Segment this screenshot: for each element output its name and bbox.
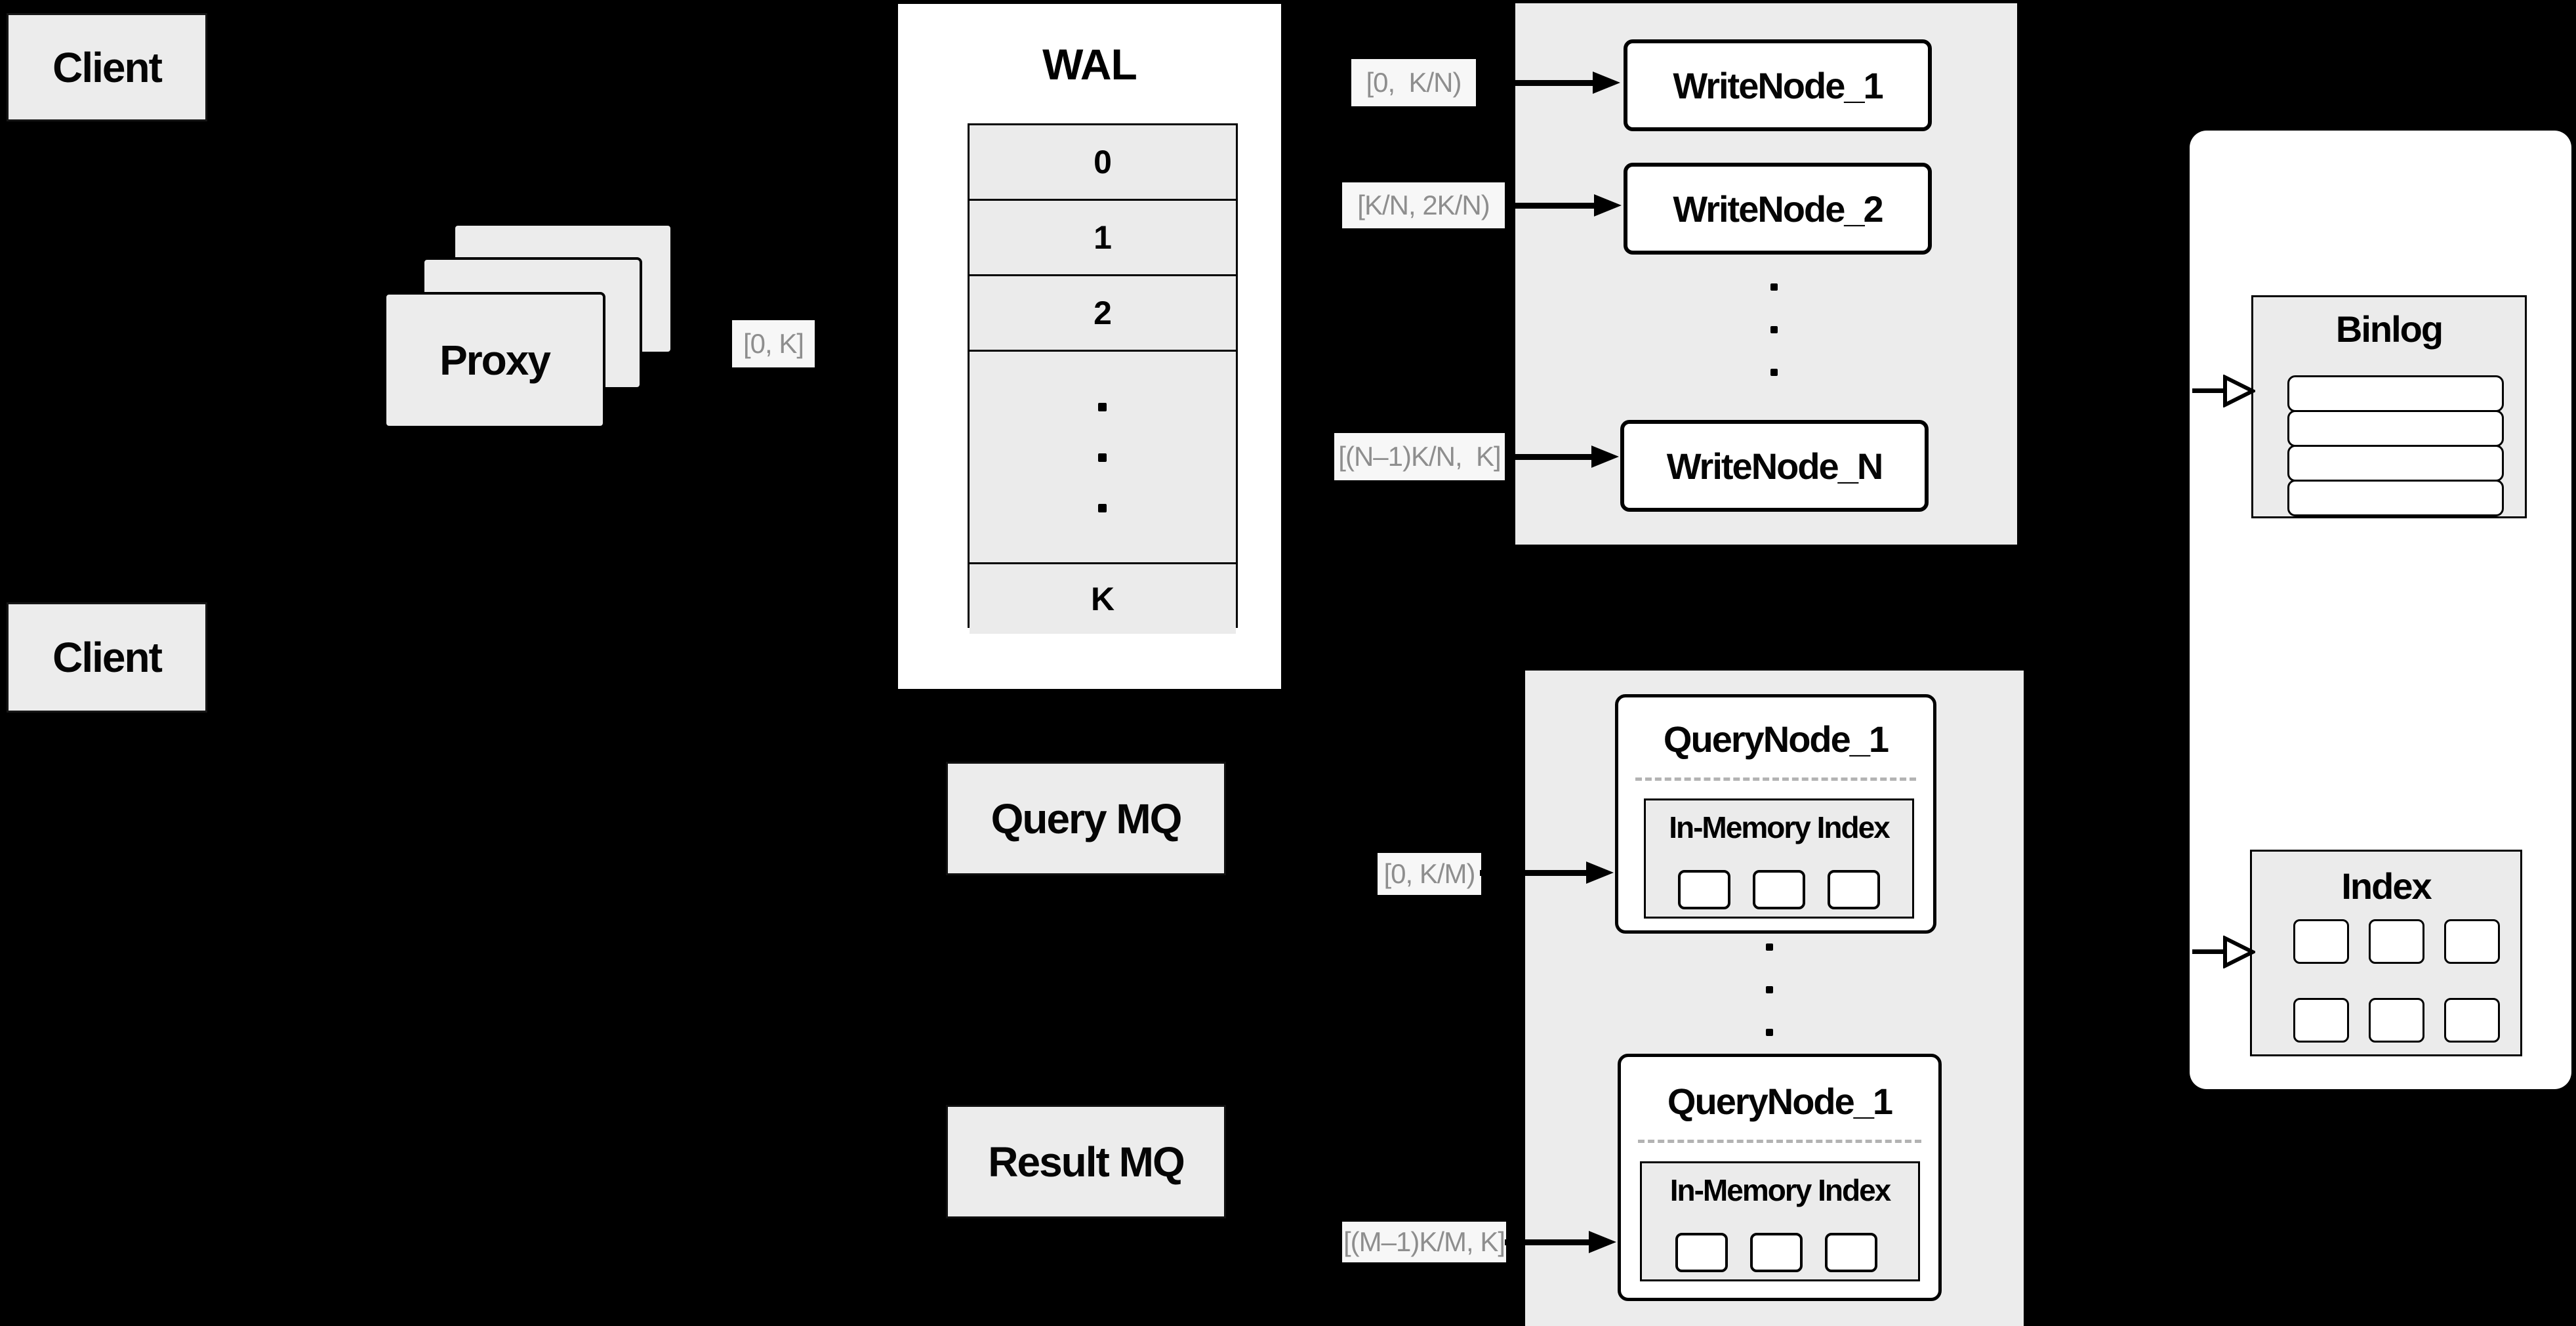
write-range-n-label: [(N–1)K/N, K]	[1334, 433, 1505, 480]
binlog-row	[2287, 480, 2504, 516]
arrow-head-icon	[1591, 445, 1619, 468]
binlog-row	[2287, 375, 2504, 412]
write-node-2-label: WriteNode_2	[1673, 188, 1883, 230]
proxy-label: Proxy	[440, 337, 551, 384]
in-memory-index-2-box: In-Memory Index	[1640, 1161, 1920, 1281]
proxy-card-front: Proxy	[384, 292, 605, 428]
wal-segment-row: 1	[970, 201, 1236, 276]
write-node-n-label: WriteNode_N	[1666, 445, 1884, 487]
arrow-head-icon	[1589, 1231, 1616, 1253]
index-box: Index	[2250, 850, 2522, 1056]
ellipsis-dot	[1098, 403, 1107, 411]
arrow-shaft	[1505, 1239, 1590, 1245]
binlog-rows	[2287, 375, 2504, 516]
client-top-label: Client	[52, 43, 163, 91]
index-segment-cell	[1750, 1233, 1803, 1272]
binlog-title: Binlog	[2335, 308, 2443, 350]
write-range-2-label: [K/N, 2K/N)	[1342, 182, 1505, 228]
wal-title: WAL	[1042, 40, 1137, 89]
proxy-range-label: [0, K]	[732, 320, 815, 367]
index-title: Index	[2341, 865, 2432, 907]
write-node-1-box: WriteNode_1	[1624, 39, 1932, 131]
open-arrow-head-icon	[2223, 936, 2255, 968]
arrow-head-icon	[1586, 861, 1614, 884]
index-segment-cell	[1825, 1233, 1877, 1272]
in-memory-index-1-title: In-Memory Index	[1669, 810, 1891, 844]
arrow-shaft	[1505, 454, 1593, 460]
ellipsis-dot	[1098, 453, 1107, 462]
arrow-shaft	[1476, 80, 1594, 86]
wal-ellipsis-row	[970, 352, 1236, 564]
query-node-2-title: QueryNode_1	[1667, 1080, 1893, 1122]
index-cell	[2444, 998, 2500, 1043]
wal-segment-row: 0	[970, 125, 1236, 201]
client-bottom-label: Client	[52, 634, 163, 681]
ellipsis-dot	[1766, 943, 1773, 951]
index-segment-cell	[1753, 870, 1805, 909]
wal-box: WAL 0 1 2 K	[898, 4, 1281, 689]
write-range-1-label: [0, K/N)	[1351, 59, 1476, 106]
ellipsis-dot	[1766, 1029, 1773, 1036]
result-mq-box: Result MQ	[946, 1105, 1226, 1218]
wal-segment-row: K	[970, 564, 1236, 634]
arrow-head-icon	[1594, 194, 1622, 217]
write-node-1-label: WriteNode_1	[1673, 64, 1883, 106]
client-top-box: Client	[7, 13, 207, 121]
dashed-divider	[1638, 1140, 1921, 1143]
query-range-2-label: [(M–1)K/M, K]	[1342, 1222, 1506, 1262]
query-mq-box: Query MQ	[946, 762, 1226, 875]
binlog-box: Binlog	[2251, 295, 2527, 518]
wal-segment-table: 0 1 2 K	[968, 123, 1238, 634]
index-segment-cell	[1678, 870, 1730, 909]
store-engine-box: Store Engine Binlog Index	[2190, 131, 2571, 1089]
query-node-1-title: QueryNode_1	[1663, 718, 1889, 760]
index-cell	[2369, 919, 2424, 964]
in-memory-index-1-box: In-Memory Index	[1644, 798, 1914, 919]
ellipsis-dot	[1766, 986, 1773, 993]
arrow-shaft	[2192, 388, 2225, 393]
open-arrow-head-icon	[2223, 375, 2255, 407]
index-cell	[2293, 998, 2349, 1043]
query-mq-label: Query MQ	[991, 795, 1183, 842]
arrow-shaft	[1480, 870, 1587, 876]
query-node-2-box: QueryNode_1 In-Memory Index	[1618, 1054, 1942, 1301]
index-segment-cell	[1675, 1233, 1728, 1272]
ellipsis-dot	[1770, 326, 1778, 333]
query-node-1-box: QueryNode_1 In-Memory Index	[1615, 694, 1936, 934]
index-cell	[2293, 919, 2349, 964]
binlog-row	[2287, 445, 2504, 482]
binlog-row	[2287, 410, 2504, 447]
index-segment-cell	[1828, 870, 1880, 909]
arrow-shaft	[2192, 949, 2225, 954]
ellipsis-dot	[1098, 504, 1107, 512]
result-mq-label: Result MQ	[988, 1138, 1185, 1186]
arrow-shaft	[1505, 203, 1595, 209]
ellipsis-dot	[1770, 369, 1778, 376]
in-memory-index-2-title: In-Memory Index	[1669, 1173, 1892, 1207]
ellipsis-dot	[1770, 283, 1778, 291]
index-cell	[2444, 919, 2500, 964]
write-node-n-box: WriteNode_N	[1620, 420, 1929, 512]
write-node-2-box: WriteNode_2	[1624, 163, 1932, 255]
dashed-divider	[1635, 777, 1916, 781]
query-range-1-label: [0, K/M)	[1378, 853, 1481, 895]
index-cell	[2369, 998, 2424, 1043]
arrow-head-icon	[1593, 72, 1620, 94]
client-bottom-box: Client	[7, 602, 207, 713]
wal-segment-row: 2	[970, 276, 1236, 352]
